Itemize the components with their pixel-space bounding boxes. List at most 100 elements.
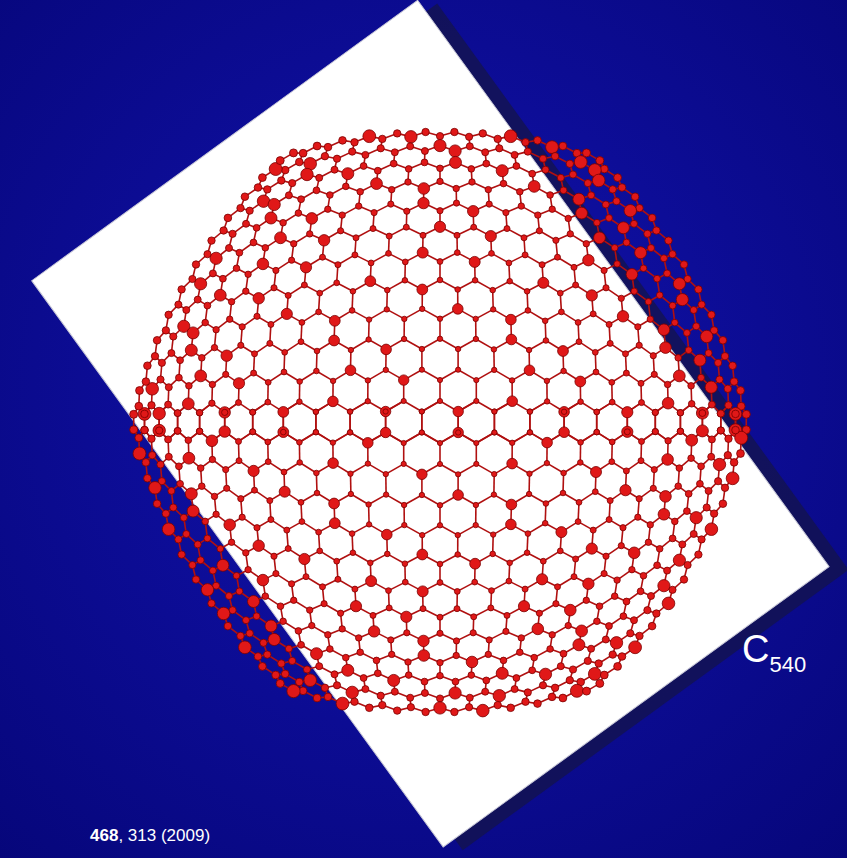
carbon-atom: [600, 165, 608, 173]
carbon-atom: [281, 469, 287, 475]
carbon-atom: [357, 188, 364, 195]
carbon-atom: [345, 365, 356, 376]
carbon-atom: [214, 289, 226, 301]
carbon-atom: [233, 378, 244, 389]
carbon-atom: [285, 292, 291, 298]
carbon-atom: [717, 410, 724, 417]
carbon-atom: [672, 319, 679, 326]
carbon-atom: [320, 254, 326, 260]
carbon-atom: [301, 168, 313, 180]
carbon-atom: [650, 485, 656, 491]
carbon-atom: [648, 245, 655, 252]
carbon-atom: [298, 499, 304, 505]
carbon-atom: [253, 224, 260, 231]
carbon-atom: [644, 230, 651, 237]
carbon-atom: [317, 290, 323, 296]
carbon-atom: [380, 406, 390, 416]
carbon-atom: [267, 498, 273, 504]
carbon-atom: [606, 215, 613, 222]
carbon-atom: [199, 355, 206, 362]
carbon-bond: [422, 370, 440, 380]
carbon-atom: [248, 465, 259, 476]
carbon-atom: [180, 514, 187, 521]
carbon-atom: [437, 523, 442, 528]
carbon-atom: [329, 315, 340, 326]
carbon-atom: [391, 149, 398, 156]
carbon-atom: [353, 235, 359, 241]
carbon-atom: [374, 167, 381, 174]
carbon-bond: [422, 401, 440, 412]
carbon-atom: [527, 430, 532, 435]
carbon-atom: [289, 257, 295, 263]
carbon-atom: [281, 166, 289, 174]
carbon-atom: [176, 463, 183, 470]
carbon-atom: [528, 181, 540, 193]
carbon-atom: [543, 338, 549, 344]
carbon-atom: [271, 285, 277, 291]
carbon-atom: [176, 374, 183, 381]
carbon-bond: [440, 370, 458, 380]
carbon-atom: [238, 496, 244, 502]
carbon-atom: [468, 166, 475, 173]
carbon-atom: [209, 400, 215, 406]
carbon-atom: [383, 367, 388, 372]
carbon-atom: [165, 384, 172, 391]
carbon-atom: [168, 487, 175, 494]
carbon-atom: [640, 265, 647, 272]
carbon-atom: [685, 490, 692, 497]
carbon-atom: [607, 340, 613, 346]
carbon-atom: [185, 488, 197, 500]
carbon-atom: [716, 376, 723, 383]
carbon-atom: [153, 337, 161, 345]
carbon-atom: [594, 409, 600, 415]
carbon-atom: [390, 160, 397, 167]
carbon-atom: [347, 430, 352, 435]
carbon-atom: [251, 370, 257, 376]
carbon-atom: [197, 465, 204, 472]
carbon-atom: [265, 379, 271, 385]
carbon-atom: [182, 398, 194, 410]
carbon-atom: [525, 531, 531, 537]
carbon-atom: [504, 130, 517, 143]
carbon-atom: [680, 261, 687, 268]
carbon-atom: [525, 308, 531, 314]
carbon-bond: [386, 495, 404, 505]
carbon-atom: [148, 435, 155, 442]
carbon-atom: [664, 381, 670, 387]
carbon-atom: [209, 456, 215, 462]
carbon-atom: [262, 245, 269, 252]
carbon-atom: [588, 192, 595, 199]
carbon-atom: [420, 306, 425, 311]
carbon-atom: [347, 409, 352, 414]
carbon-atom: [538, 277, 549, 288]
carbon-atom: [183, 452, 195, 464]
carbon-atom: [606, 517, 612, 523]
carbon-atom: [379, 135, 386, 142]
carbon-bond: [458, 370, 476, 380]
carbon-atom: [715, 359, 722, 366]
carbon-atom: [236, 249, 243, 256]
carbon-atom: [422, 128, 429, 135]
carbon-atom: [506, 334, 517, 345]
carbon-atom: [417, 469, 427, 479]
carbon-atom: [631, 193, 639, 201]
carbon-atom: [264, 186, 271, 193]
carbon-atom: [688, 401, 695, 408]
carbon-atom: [575, 376, 586, 387]
carbon-atom: [522, 252, 528, 258]
carbon-atom: [174, 410, 181, 417]
carbon-atom: [142, 378, 150, 386]
carbon-atom: [226, 245, 233, 252]
carbon-atom: [575, 519, 581, 525]
carbon-atom: [306, 213, 318, 225]
carbon-atom: [338, 228, 344, 234]
carbon-atom: [688, 383, 695, 390]
carbon-atom: [298, 339, 304, 345]
carbon-atom: [578, 440, 584, 446]
carbon-atom: [601, 267, 607, 273]
carbon-atom: [590, 311, 596, 317]
carbon-atom: [175, 301, 182, 308]
carbon-atom: [419, 430, 424, 435]
carbon-atom: [658, 509, 670, 521]
